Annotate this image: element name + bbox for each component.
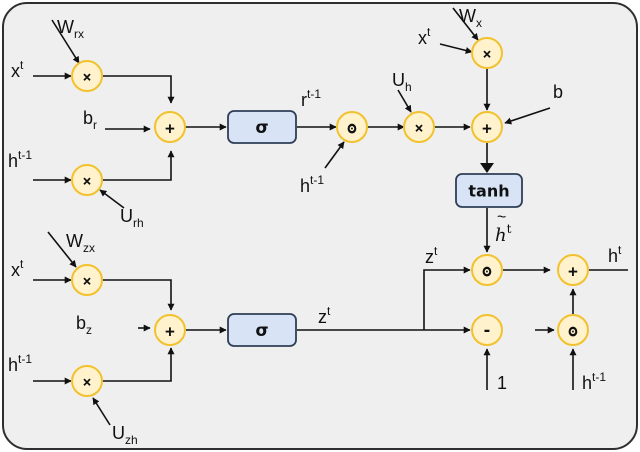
h-t-1-label: ht-1 xyxy=(582,370,606,393)
svg-text:ʘ: ʘ xyxy=(482,262,492,281)
add-node: + xyxy=(471,111,503,143)
wire-wrx-to-mul xyxy=(51,19,80,64)
b-r-label: br xyxy=(83,108,97,132)
tanh-box: tanh xyxy=(455,173,523,208)
tilde-accent: ~ xyxy=(497,209,506,226)
svg-text:σ: σ xyxy=(255,321,268,341)
mul-node: × xyxy=(71,264,103,296)
u-rh-label: Urh xyxy=(120,206,144,230)
wire-mul-to-add-z2 xyxy=(102,347,175,382)
b-z-label: bz xyxy=(76,313,92,337)
u-zh-label: Uzh xyxy=(112,423,138,447)
one-label: 1 xyxy=(497,373,507,393)
svg-text:+: + xyxy=(482,119,492,138)
w-zx-label: Wzx xyxy=(66,231,95,255)
tanh-input-arrowhead xyxy=(480,163,494,173)
x-t-label: xt xyxy=(11,257,24,280)
svg-text:σ: σ xyxy=(255,118,268,138)
svg-text:+: + xyxy=(165,119,175,138)
sigma-z-box: σ xyxy=(227,313,297,347)
x-t-label: xt xyxy=(11,58,24,81)
wire-urh-to-mul xyxy=(99,189,125,209)
wire-z-to-hadamard xyxy=(423,266,471,330)
h-t-1-label: ht-1 xyxy=(8,148,32,171)
wire-uzh-to-mul xyxy=(92,397,111,426)
w-x-label: Wx xyxy=(459,6,482,30)
h-t-label: ht xyxy=(608,243,622,266)
svg-text:ʘ: ʘ xyxy=(347,119,357,138)
svg-text:+: + xyxy=(165,322,175,341)
wire-wzx-to-mul xyxy=(47,231,77,268)
svg-text:-: - xyxy=(482,321,492,340)
hadamard-node: ʘ xyxy=(336,111,368,143)
h-tilde-t-label: ht xyxy=(495,222,512,246)
r-t-1-label: rt-1 xyxy=(301,87,321,110)
add-node: + xyxy=(154,111,186,143)
svg-text:ʘ: ʘ xyxy=(568,322,578,341)
add-node: + xyxy=(154,314,186,346)
x-t-label: xt xyxy=(418,25,431,48)
wire-b-to-add xyxy=(504,107,551,125)
svg-text:×: × xyxy=(82,373,91,391)
hadamard-node: ʘ xyxy=(557,314,589,346)
operator-nodes: × × + ʘ × × + ʘ + - ʘ × + × xyxy=(71,37,589,397)
wire-xc-to-mul xyxy=(439,43,473,54)
wire-mul-to-add-z xyxy=(102,279,175,311)
h-t-1-label: ht-1 xyxy=(8,352,32,375)
z-t-label: zt xyxy=(318,304,331,327)
svg-text:×: × xyxy=(82,172,91,190)
mul-node: × xyxy=(71,60,103,92)
svg-text:×: × xyxy=(82,68,91,86)
svg-text:×: × xyxy=(482,45,491,63)
sigma-r-box: σ xyxy=(227,110,297,144)
u-h-label: Uh xyxy=(392,70,412,94)
mul-node: × xyxy=(71,164,103,196)
h-t-1-label: ht-1 xyxy=(300,173,324,196)
hadamard-node: ʘ xyxy=(471,254,503,286)
wire-mul-to-add-r2 xyxy=(102,150,175,181)
wire-wx-to-mul xyxy=(452,7,479,41)
add-node: + xyxy=(557,254,589,286)
svg-text:×: × xyxy=(414,119,423,137)
wires xyxy=(33,7,628,426)
svg-text:tanh: tanh xyxy=(468,182,509,201)
wire-h-to-hadamard xyxy=(324,141,345,169)
z-t-label: zt xyxy=(425,244,438,267)
sub-node: - xyxy=(471,314,503,346)
mul-node: × xyxy=(403,111,435,143)
svg-text:×: × xyxy=(82,272,91,290)
labels: xt Wrx br ht-1 Urh rt-1 ht-1 Uh xt Wx b … xyxy=(8,6,622,447)
wire-mul-to-add-r xyxy=(102,75,175,104)
w-rx-label: Wrx xyxy=(57,17,84,41)
b-label: b xyxy=(553,82,563,102)
wire-uh-to-mul xyxy=(397,89,412,113)
mul-node: × xyxy=(71,365,103,397)
function-boxes: σ σ tanh xyxy=(227,110,523,347)
mul-node: × xyxy=(471,37,503,69)
svg-text:+: + xyxy=(568,262,578,281)
